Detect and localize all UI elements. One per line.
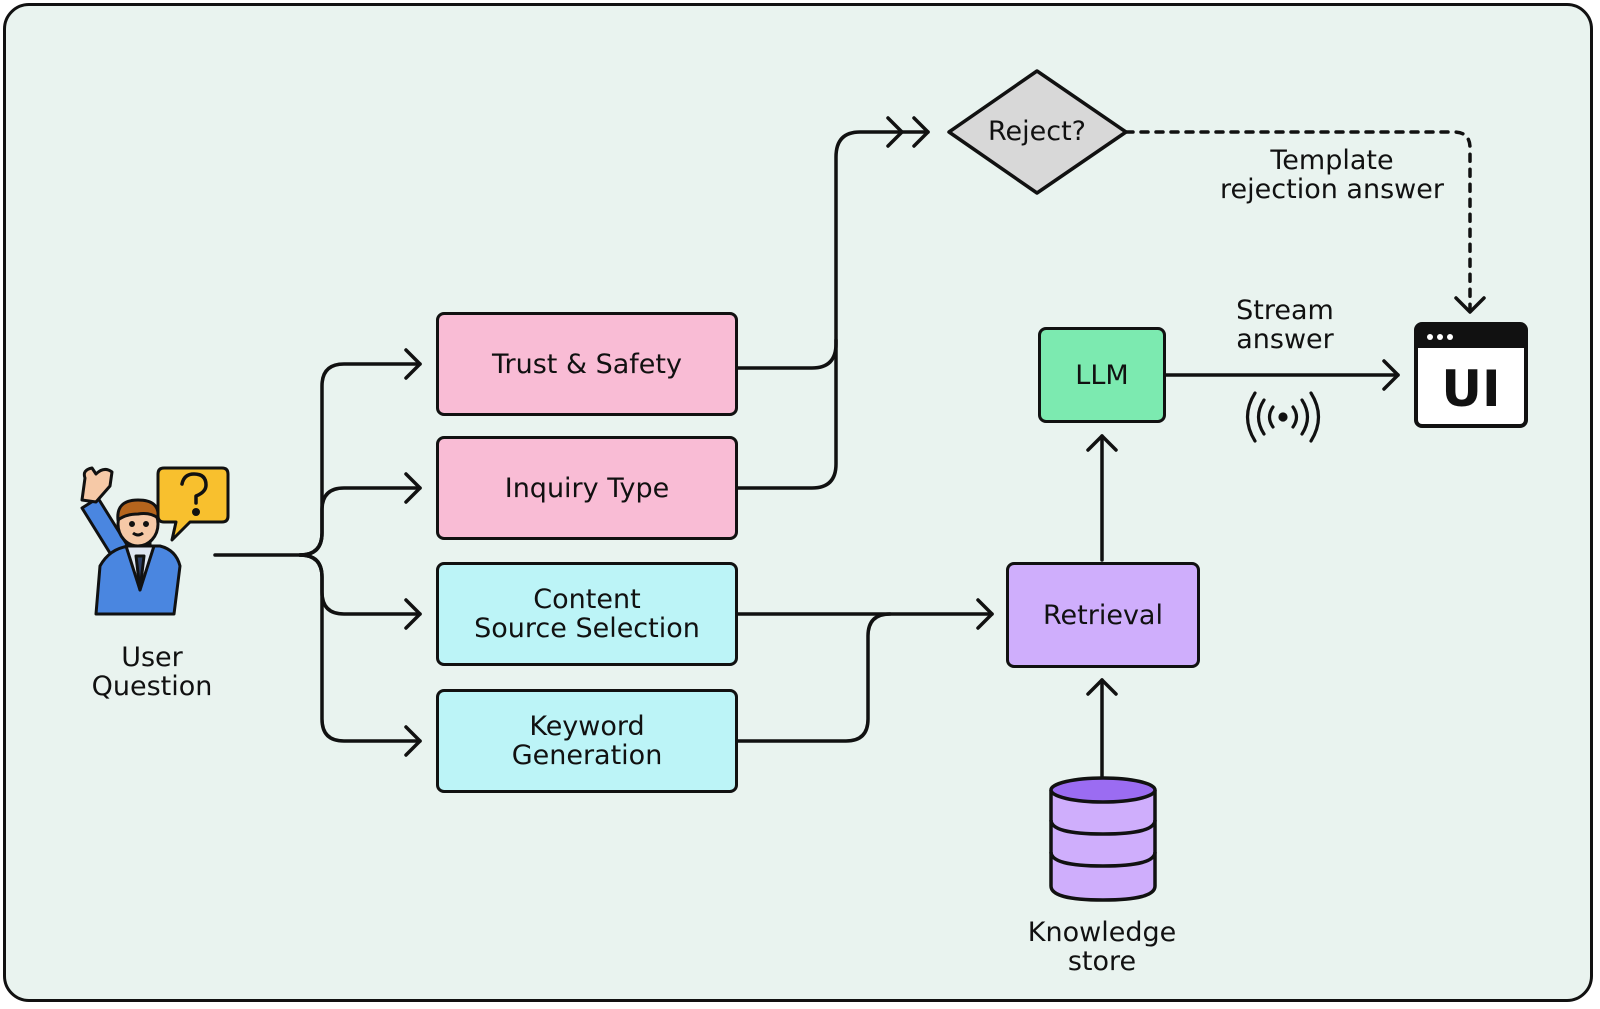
llm-box: LLM [1038,327,1166,423]
connector-trust-to-reject [736,130,930,370]
knowledge-store-label: Knowledge store [1027,917,1177,977]
user-question-icon [80,466,182,616]
broadcast-icon [1245,391,1321,443]
connector-keyword-to-retrieval [736,612,892,743]
database-icon [1049,776,1157,902]
trust-safety-box: Trust & Safety [436,312,738,416]
connector-inquiry-to-reject [736,338,838,490]
ui-icon-label: UI [1441,360,1501,418]
connector-user-trunk [213,362,422,557]
stream-answer-label: Stream answer [1236,295,1334,355]
content-source-selection-box: Content Source Selection [436,562,738,666]
user-question-label: User Question [91,642,213,702]
inquiry-type-box: Inquiry Type [436,436,738,540]
diagram-frame [3,3,1593,1002]
template-rejection-label: Template rejection answer [1220,145,1444,205]
question-bubble-icon [156,466,230,542]
reject-decision-label: Reject? [987,116,1087,147]
ui-window-icon [1414,322,1528,428]
retrieval-box: Retrieval [1006,562,1200,668]
reject-decision-shape [947,69,1128,195]
connector-user-inquiry [298,486,422,557]
connector-user-keyword [298,553,422,743]
keyword-generation-box: Keyword Generation [436,689,738,793]
